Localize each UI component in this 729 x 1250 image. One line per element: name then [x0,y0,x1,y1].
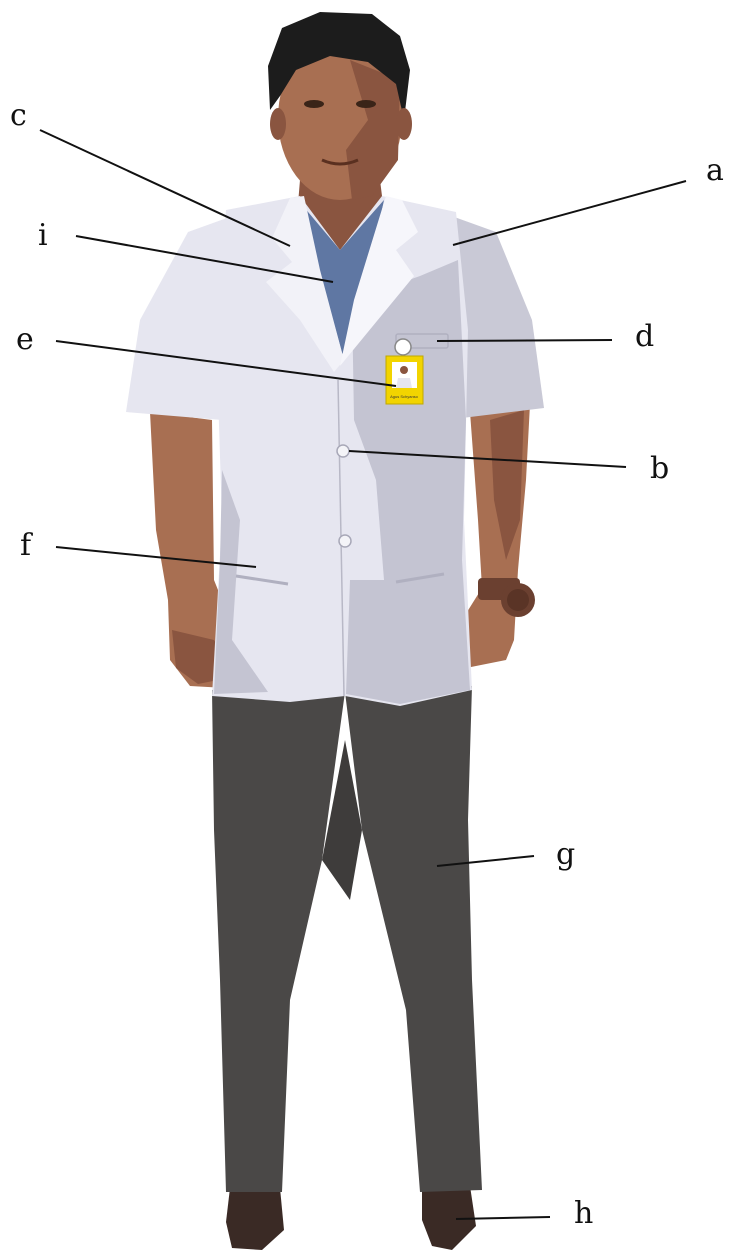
figure: Agus Schyanso [126,12,544,1250]
badge-photo-head [400,366,408,374]
leader-a [453,181,686,245]
label-c: c [10,98,27,133]
watch-face-inner [507,589,529,611]
shoes [226,1186,476,1250]
badge-clip [395,339,411,355]
coat-button-upper [337,445,349,457]
label-b: b [650,451,669,486]
label-g: g [556,837,575,872]
coat-button-lower [339,535,351,547]
label-d: d [635,319,654,354]
badge-name: Agus Schyanso [390,394,419,399]
label-h: h [574,1196,593,1231]
left-eye [304,100,324,108]
badge-photo-body [396,378,412,388]
label-i: i [38,218,48,253]
right-leg [345,686,482,1192]
label-a: a [706,153,724,188]
label-f: f [20,528,33,563]
left-ear [270,108,286,140]
label-e: e [16,322,34,357]
leader-c [40,130,290,246]
left-shoe [226,1188,284,1250]
right-eye [356,100,376,108]
leader-d [437,340,612,341]
head [268,12,412,200]
left-leg [212,690,345,1192]
right-ear [396,108,412,140]
trousers [212,686,482,1192]
